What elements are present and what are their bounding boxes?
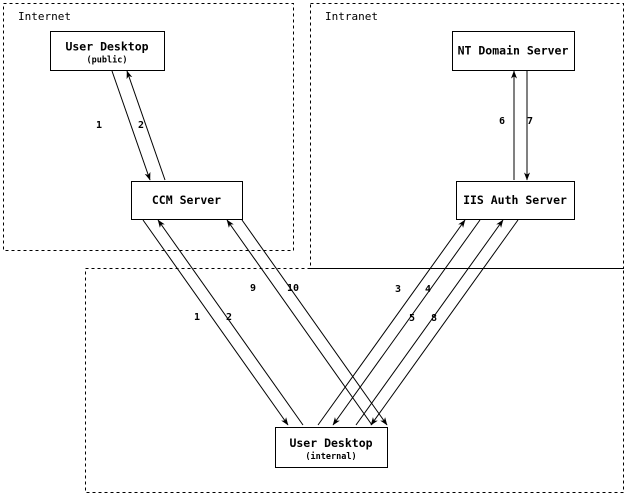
label-1-public: 1 — [96, 120, 102, 131]
edge-public-to-ccm-2 — [126, 70, 166, 181]
node-box-nt-domain-server — [451, 30, 576, 72]
label-9: 9 — [250, 283, 256, 294]
label-6: 6 — [499, 116, 505, 127]
edge-internal-ccm-9 — [226, 219, 373, 426]
node-title-nt-domain-server: NT Domain Server — [458, 44, 569, 58]
node-user-desktop-public[interactable]: User Desktop(public) — [49, 30, 166, 72]
node-box-iis-auth-server — [455, 180, 576, 221]
zone-boundaries — [3, 3, 624, 493]
label-4: 4 — [425, 284, 431, 295]
node-boxes: User Desktop(public)NT Domain ServerCCM … — [49, 30, 576, 469]
edge-internal-iis-5 — [355, 219, 504, 426]
edge-internal-iis-3 — [317, 219, 466, 426]
node-title-ccm-server: CCM Server — [152, 193, 221, 207]
node-title-user-desktop-internal: User Desktop — [289, 436, 372, 450]
label-5: 5 — [409, 313, 415, 324]
node-user-desktop-internal[interactable]: User Desktop(internal) — [274, 426, 389, 469]
node-ccm-server[interactable]: CCM Server — [130, 180, 244, 221]
node-box-ccm-server — [130, 180, 244, 221]
node-iis-auth-server[interactable]: IIS Auth Server — [455, 180, 576, 221]
edge-ccm-internal-1 — [142, 219, 289, 426]
edge-step-labels: 1 2 6 7 9 10 3 4 1 2 5 8 — [96, 116, 533, 324]
zone-label-intranet: Intranet — [325, 10, 378, 23]
edge-iis-internal-8 — [370, 219, 519, 426]
label-1-internal: 1 — [194, 312, 200, 323]
zone-labels: Internet Intranet — [18, 10, 378, 23]
edge-internal-ccm-2 — [157, 219, 304, 426]
label-3: 3 — [395, 284, 401, 295]
connection-edges — [111, 70, 530, 426]
edge-ccm-to-public-1 — [111, 70, 151, 181]
node-subtitle-user-desktop-public: (public) — [87, 55, 128, 66]
edge-ccm-internal-10 — [241, 219, 388, 426]
label-7: 7 — [527, 116, 533, 127]
label-2-public: 2 — [138, 120, 144, 131]
node-title-iis-auth-server: IIS Auth Server — [463, 193, 567, 207]
label-2-internal: 2 — [226, 312, 232, 323]
zone-label-internet: Internet — [18, 10, 71, 23]
label-8: 8 — [431, 313, 437, 324]
edge-iis-internal-4 — [332, 219, 481, 426]
label-10: 10 — [287, 283, 299, 294]
node-nt-domain-server[interactable]: NT Domain Server — [451, 30, 576, 72]
node-title-user-desktop-public: User Desktop — [65, 40, 148, 54]
node-subtitle-user-desktop-internal: (internal) — [305, 451, 356, 462]
node-box-user-desktop-internal — [274, 426, 389, 469]
zone-intranet — [310, 3, 624, 269]
node-box-user-desktop-public — [49, 30, 166, 72]
zone-internal — [85, 268, 624, 493]
zone-internet — [3, 3, 294, 251]
